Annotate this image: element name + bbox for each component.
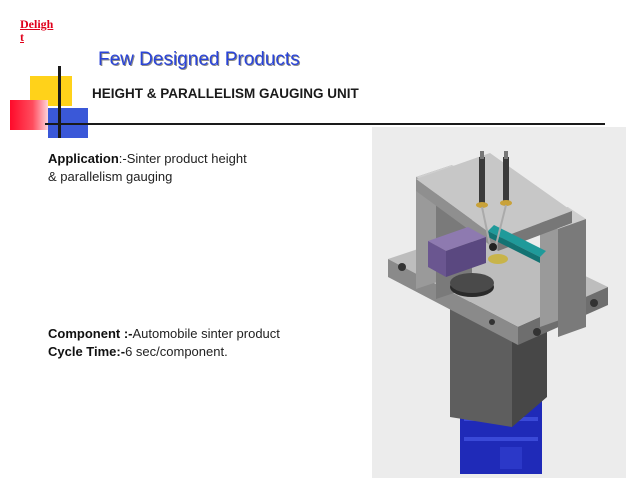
logo-line-1: Deligh [20,17,54,31]
title-underline [45,123,605,125]
application-block: Application:-Sinter product height & par… [48,150,247,186]
application-value-line1: :-Sinter product height [118,151,247,166]
application-label: Application [48,151,119,166]
company-logo: Deligh t [20,18,68,44]
application-value-line2: & parallelism gauging [48,169,173,184]
slide-subtitle: HEIGHT & PARALLELISM GAUGING UNIT [92,86,359,101]
product-image [372,127,626,478]
component-block: Component :-Automobile sinter product Cy… [48,325,280,361]
decor-red-square [10,100,48,130]
gauging-unit-illustration [388,151,608,474]
decor-vertical-line [58,66,61,138]
cycle-time-label: Cycle Time:- [48,344,126,359]
component-label: Component :- [48,326,133,341]
component-value: Automobile sinter product [132,326,280,341]
probe-left [479,157,485,203]
slide-title: Few Designed Products [98,49,300,70]
cycle-time-value: 6 sec/component. [125,344,228,359]
logo-line-2: t [20,30,24,44]
top-bridge [416,153,572,239]
probe-right [503,157,509,201]
